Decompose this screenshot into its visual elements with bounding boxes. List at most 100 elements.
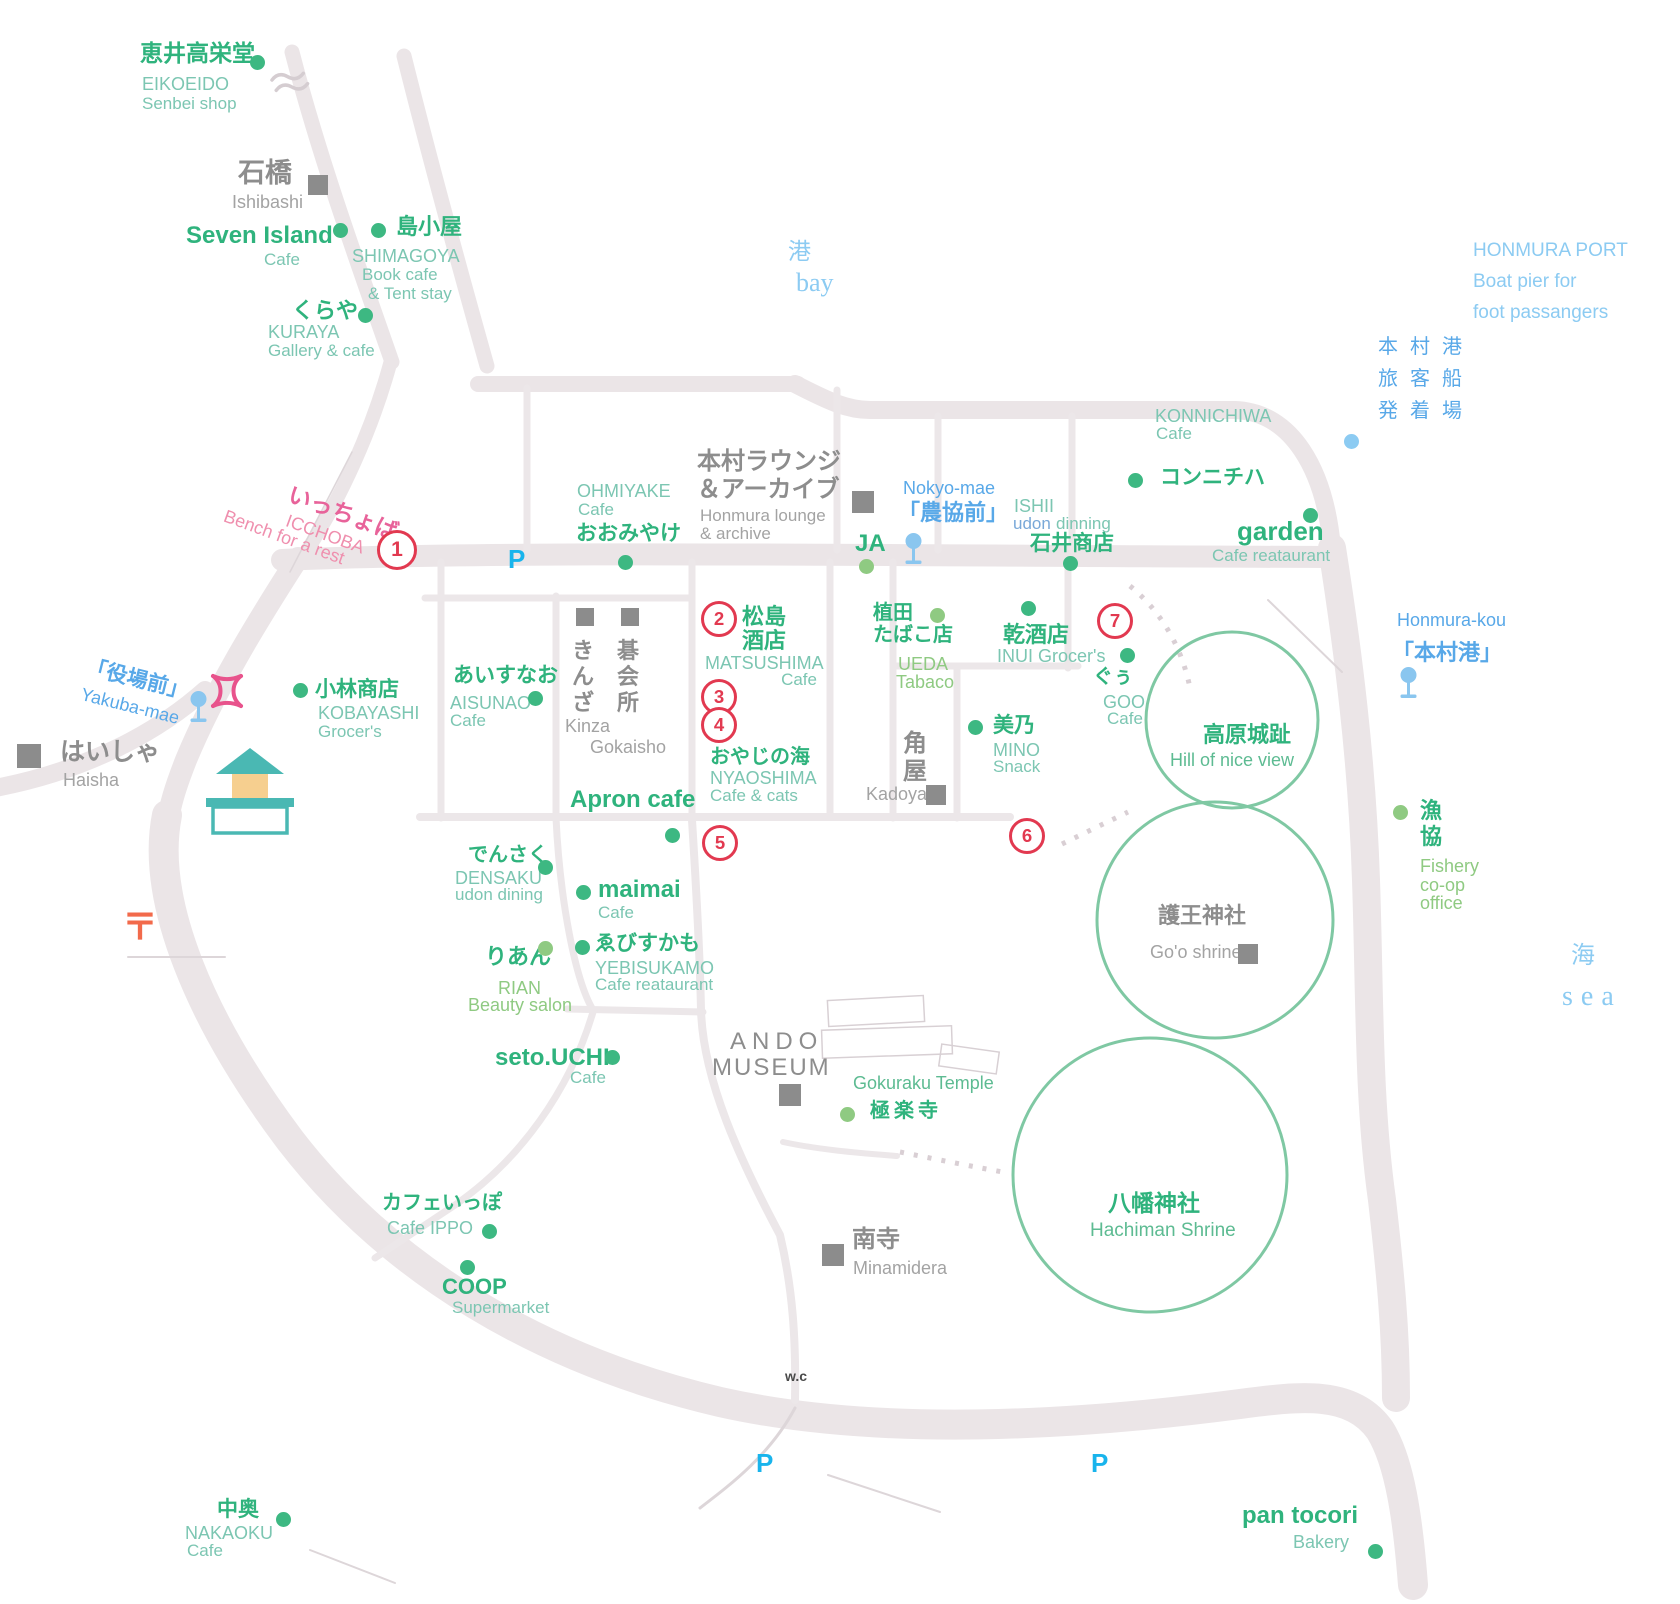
setouchi-dot <box>604 1049 620 1065</box>
gyokyo-dot <box>1392 804 1408 820</box>
yebisukamo-name-ja: ゑびすかも <box>595 932 700 955</box>
nyaoshima-name-en: NYAOSHIMA <box>710 768 817 788</box>
minamidera-name-en: Minamidera <box>853 1258 948 1278</box>
inui-name-en: INUI Grocer's <box>997 646 1106 666</box>
fishery-type3: office <box>1420 893 1463 913</box>
minamidera-square <box>822 1244 844 1266</box>
honmura-port-ja2: 旅客船 <box>1378 368 1474 390</box>
ando-museum-name1: ANDO <box>730 1028 824 1055</box>
setouchi-type: Cafe <box>570 1068 606 1087</box>
rian-name-en: RIAN <box>498 978 542 998</box>
ishii-type-udon: udon <box>1013 514 1051 533</box>
kuraya-type: Gallery & cafe <box>268 341 375 360</box>
garden-type: Cafe reataurant <box>1212 546 1331 565</box>
parking-top: P <box>508 544 526 574</box>
matsushima-name-en: MATSUSHIMA <box>705 653 824 673</box>
gokuraku-name-en: Gokuraku Temple <box>853 1073 994 1093</box>
ippo-name-ja: カフェいっぽ <box>382 1192 502 1214</box>
gokaisho-square <box>621 608 639 626</box>
bench-icon <box>211 674 243 708</box>
seven-island-type: Cafe <box>264 250 300 269</box>
coop-name: COOP <box>442 1274 507 1299</box>
fishery-type1: Fishery <box>1420 856 1480 876</box>
outline-building-2 <box>820 1024 954 1060</box>
honmura-port-ja1: 本村港 <box>1378 336 1474 358</box>
gyokyo-name-ja: 漁 協 <box>1420 798 1443 849</box>
ishii-type-dinning: dinning <box>1056 514 1111 533</box>
honmura-kou-en: Honmura-kou <box>1397 610 1507 630</box>
bridge-icon <box>270 71 310 93</box>
port-dot <box>1343 433 1359 449</box>
lane-icchoba-tail <box>289 451 353 573</box>
konnichiwa-dot <box>1127 472 1143 488</box>
outline-building-3 <box>937 1043 1001 1075</box>
garden-dot <box>1302 507 1318 523</box>
rian-dot <box>537 940 553 956</box>
kadoya-name-en: Kadoya <box>866 784 928 804</box>
goo-dot <box>1119 647 1135 663</box>
road-haisha <box>0 681 214 797</box>
gokaisho-name-ja: 碁 会 所 <box>617 638 640 715</box>
ueda-name-ja2: たばこ店 <box>873 624 953 646</box>
ohmiyake-name-ja: おおみやけ <box>576 522 681 545</box>
lane-hill <box>1267 599 1343 673</box>
hachiman-name-en: Hachiman Shrine <box>1090 1220 1236 1241</box>
mino-dot <box>967 719 983 735</box>
ishibashi-name-en: Ishibashi <box>232 192 304 212</box>
kadoya-name-ja: 角 屋 <box>903 730 927 786</box>
road-icchoba <box>299 357 397 559</box>
ueda-type: Tabaco <box>896 672 955 692</box>
ohmiyake-type: Cafe <box>578 500 614 519</box>
takahara-name-en: Hill of nice view <box>1170 750 1295 770</box>
ishibashi-name-ja: 石橋 <box>238 158 292 188</box>
road-northwest-left <box>284 44 400 370</box>
steps-gokuraku <box>899 1149 1009 1176</box>
yakuba-mae-busstop-icon <box>189 691 208 728</box>
pan-tocori-name: pan tocori <box>1242 1502 1359 1529</box>
konnichiwa-name-en: KONNICHIWA <box>1155 406 1272 426</box>
lounge-name-en1: Honmura lounge <box>700 506 826 525</box>
goo-name-en: GOO <box>1103 692 1146 712</box>
shimagoya-dot <box>370 222 386 238</box>
haisha-name-ja: はいしゃ <box>60 738 161 766</box>
ando-museum-name2: MUSEUM <box>712 1054 831 1081</box>
kadoya-square <box>926 785 946 805</box>
spot-marker-1: 1 <box>377 530 417 570</box>
eikoeido-dot <box>249 54 265 70</box>
matsushima-name-ja2: 酒店 <box>742 628 787 653</box>
kinza-name-ja: き ん ざ <box>572 638 595 715</box>
kobayashi-name-en: KOBAYASHI <box>318 703 420 723</box>
ippo-dot <box>481 1223 497 1239</box>
gokuraku-name-ja: 極楽寺 <box>870 1100 942 1122</box>
steps-goo-shrine <box>1060 809 1130 847</box>
fishery-type2: co-op <box>1420 875 1466 895</box>
goo-shrine-circle <box>1095 800 1335 1040</box>
rian-type: Beauty salon <box>468 995 573 1015</box>
nyaoshima-name-ja: おやじの海 <box>710 746 810 768</box>
sea-label-ja: 海 <box>1571 943 1595 969</box>
yebisukamo-name-en: YEBISUKAMO <box>595 958 715 978</box>
road-west <box>156 547 309 836</box>
aisunao-name-ja: あいすなお <box>453 664 558 687</box>
haisha-square <box>17 744 41 768</box>
kobayashi-type: Grocer's <box>318 722 382 741</box>
ueda-name-ja1: 植田 <box>873 602 913 624</box>
lounge-name-ja1: 本村ラウンジ <box>697 448 841 475</box>
ja-dot <box>858 558 874 574</box>
ohmiyake-name-en: OHMIYAKE <box>577 481 671 501</box>
road-south-loop <box>148 800 1428 1600</box>
honmura-port-en3: foot passangers <box>1473 302 1609 323</box>
densaku-name-en: DENSAKU <box>455 868 543 888</box>
kobayashi-name-ja: 小林商店 <box>315 678 399 701</box>
gokaisho-name-en: Gokaisho <box>590 737 667 757</box>
ja-label: JA <box>855 530 886 557</box>
hachiman-name-ja: 八幡神社 <box>1108 1190 1200 1216</box>
parking-bottom-right: P <box>1091 1448 1109 1478</box>
matsushima-type: Cafe <box>781 670 817 689</box>
spot-marker-5: 5 <box>702 825 738 861</box>
aisunao-name-en: AISUNAO <box>450 693 532 713</box>
mino-name-en: MINO <box>993 740 1040 760</box>
mino-name-ja: 美乃 <box>993 714 1035 737</box>
sea-label-en: sea <box>1562 981 1622 1012</box>
